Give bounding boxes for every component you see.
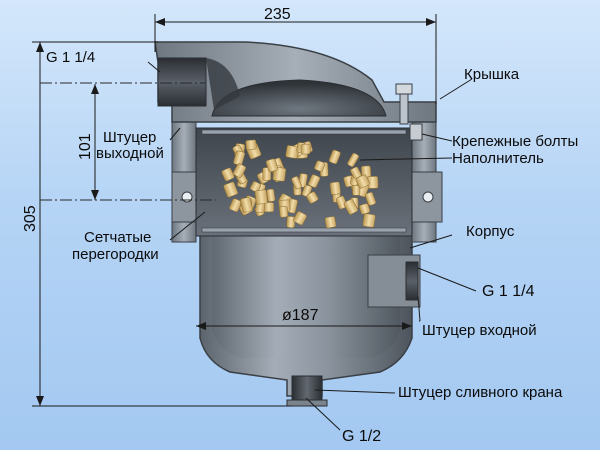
dim-mid-height-text: 101 (77, 133, 94, 160)
filler-ring (221, 167, 235, 182)
leader-lines (147, 61, 477, 431)
filler-ring (324, 216, 337, 229)
label-inlet-fitting: Штуцер входной (422, 322, 537, 339)
label-filler: Наполнитель (452, 150, 544, 167)
label-drain-thread: G 1/2 (342, 428, 381, 445)
filler-ring (286, 216, 296, 228)
filler-ring (266, 188, 276, 202)
filler-ring (240, 197, 253, 213)
label-drain-fitting: Штуцер сливного крана (398, 384, 563, 401)
label-mesh-1: Сетчатые (84, 229, 151, 246)
label-bolts: Крепежные болты (452, 133, 578, 150)
filler-ring (328, 149, 341, 165)
filler-ring (223, 181, 238, 198)
filler-ring (359, 203, 371, 215)
filler-ring (365, 192, 376, 206)
filler-ring (350, 166, 362, 179)
filler-ring (272, 167, 287, 182)
filler-ring (229, 198, 242, 213)
filler-ring (291, 176, 302, 190)
filler-ring (250, 181, 261, 193)
dimension-305: 305 (22, 41, 292, 407)
filler-ring (347, 152, 359, 167)
filler-ring (293, 211, 307, 226)
filler-ring (265, 158, 278, 173)
dimension-235: 235 (154, 6, 437, 104)
filler-ring (314, 160, 326, 172)
filler-ring (306, 191, 319, 204)
filler-ring (300, 143, 311, 155)
filler-ring (254, 189, 268, 205)
label-mesh-2: перегородки (72, 246, 159, 263)
dim-top-width-text: 235 (264, 6, 291, 23)
filler-ring (362, 213, 376, 228)
label-outlet-fitting-1: Штуцер (103, 129, 156, 146)
label-cover: Крышка (464, 66, 520, 83)
filler-ring (279, 205, 289, 218)
filler-ring (355, 174, 370, 189)
label-inlet-thread: G 1 1/4 (482, 283, 535, 300)
filler-ring (308, 174, 321, 188)
label-body: Корпус (466, 223, 515, 240)
filler-ring (285, 145, 300, 159)
dim-diameter-text: ø187 (282, 307, 319, 324)
dimension-187: ø187 (196, 307, 412, 330)
dim-total-height-text: 305 (22, 205, 39, 232)
label-outlet-fitting-2: выходной (96, 145, 164, 162)
filler-ring (352, 185, 361, 196)
filler-ring (233, 163, 246, 178)
filler-ring (263, 202, 275, 213)
dimension-101: 101 (40, 82, 216, 201)
filler-ring (245, 139, 257, 151)
filler-rings (221, 139, 379, 229)
filter-body (154, 41, 443, 407)
filler-ring (329, 181, 341, 195)
label-outlet-thread: G 1 1/4 (46, 49, 95, 66)
filler-ring (343, 198, 358, 215)
annotations: G 1 1/4 Штуцер выходной Сетчатые перегор… (46, 49, 578, 445)
